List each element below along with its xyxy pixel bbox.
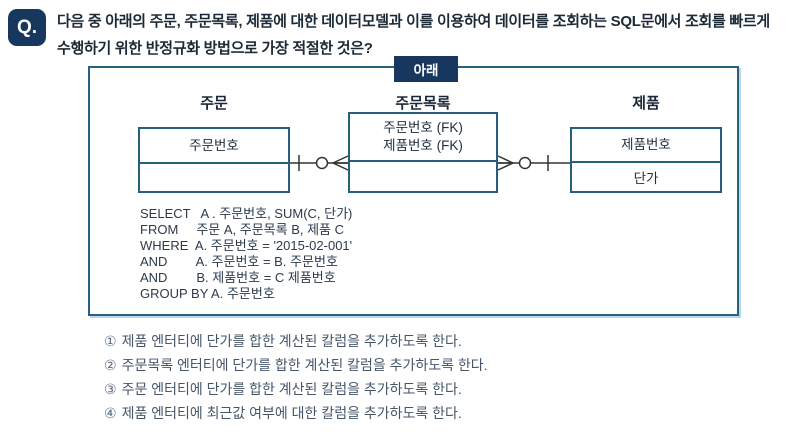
choice-1-number: ① — [104, 333, 117, 349]
sql-line: AND B. 제품번호 = C 제품번호 — [140, 270, 336, 285]
choice-3-text: 주문 엔터티에 단가를 합한 계산된 칼럼을 추가하도록 한다. — [121, 381, 462, 397]
choice-3-number: ③ — [104, 381, 117, 397]
choice-3[interactable]: ③ 주문 엔터티에 단가를 합한 계산된 칼럼을 추가하도록 한다. — [104, 379, 488, 403]
entity-product-attr-section: 단가 — [572, 163, 720, 191]
attribute-label: 단가 — [633, 171, 659, 186]
question-badge: Q. — [8, 9, 46, 46]
entity-title-product: 제품 — [632, 95, 660, 112]
entity-order-attr-section — [140, 164, 288, 191]
diagram-tab-label: 아래 — [394, 56, 458, 82]
sql-line: FROM 주문 A, 주문목록 B, 제품 C — [140, 222, 345, 237]
entity-title-order-list: 주문목록 — [395, 95, 451, 112]
answer-choices: ① 제품 엔터티에 단가를 합한 계산된 칼럼을 추가하도록 한다. ② 주문목… — [104, 331, 488, 427]
choice-1[interactable]: ① 제품 엔터티에 단가를 합한 계산된 칼럼을 추가하도록 한다. — [104, 331, 488, 355]
choice-4[interactable]: ④ 제품 엔터티에 최근값 여부에 대한 칼럼을 추가하도록 한다. — [104, 403, 488, 427]
entity-box-order: 주문번호 — [138, 127, 290, 193]
attribute-label: 제품번호 (FK) — [383, 138, 463, 153]
entity-product-pk-section: 제품번호 — [572, 129, 720, 163]
entity-order-list-attr-section — [350, 162, 496, 191]
sql-line: GROUP BY A. 주문번호 — [140, 286, 275, 301]
entity-order-list-pk-section: 주문번호 (FK) 제품번호 (FK) — [350, 114, 496, 162]
sql-line: WHERE A. 주문번호 = '2015-02-001' — [140, 238, 353, 253]
entity-order-pk-section: 주문번호 — [140, 129, 288, 164]
sql-statement: SELECT A . 주문번호, SUM(C, 단가) FROM 주문 A, 주… — [140, 206, 352, 302]
attribute-label: 주문번호 — [189, 137, 239, 153]
choice-2-text: 주문목록 엔터티에 단가를 합한 계산된 칼럼을 추가하도록 한다. — [121, 357, 488, 373]
choice-2[interactable]: ② 주문목록 엔터티에 단가를 합한 계산된 칼럼을 추가하도록 한다. — [104, 355, 488, 379]
attribute-label: 제품번호 — [621, 137, 671, 152]
sql-line: AND A. 주문번호 = B. 주문번호 — [140, 254, 338, 269]
entity-box-order-list: 주문번호 (FK) 제품번호 (FK) — [348, 112, 498, 193]
choice-1-text: 제품 엔터티에 단가를 합한 계산된 칼럼을 추가하도록 한다. — [121, 333, 462, 349]
choice-4-text: 제품 엔터티에 최근값 여부에 대한 칼럼을 추가하도록 한다. — [121, 405, 462, 421]
choice-4-number: ④ — [104, 405, 117, 421]
question-text: 다음 중 아래의 주문, 주문목록, 제품에 대한 데이터모델과 이를 이용하여… — [57, 13, 770, 57]
choice-2-number: ② — [104, 357, 117, 373]
entity-title-order: 주문 — [200, 95, 228, 112]
attribute-label: 주문번호 (FK) — [383, 120, 463, 135]
sql-line: SELECT A . 주문번호, SUM(C, 단가) — [140, 206, 353, 221]
entity-box-product: 제품번호 단가 — [570, 127, 722, 193]
